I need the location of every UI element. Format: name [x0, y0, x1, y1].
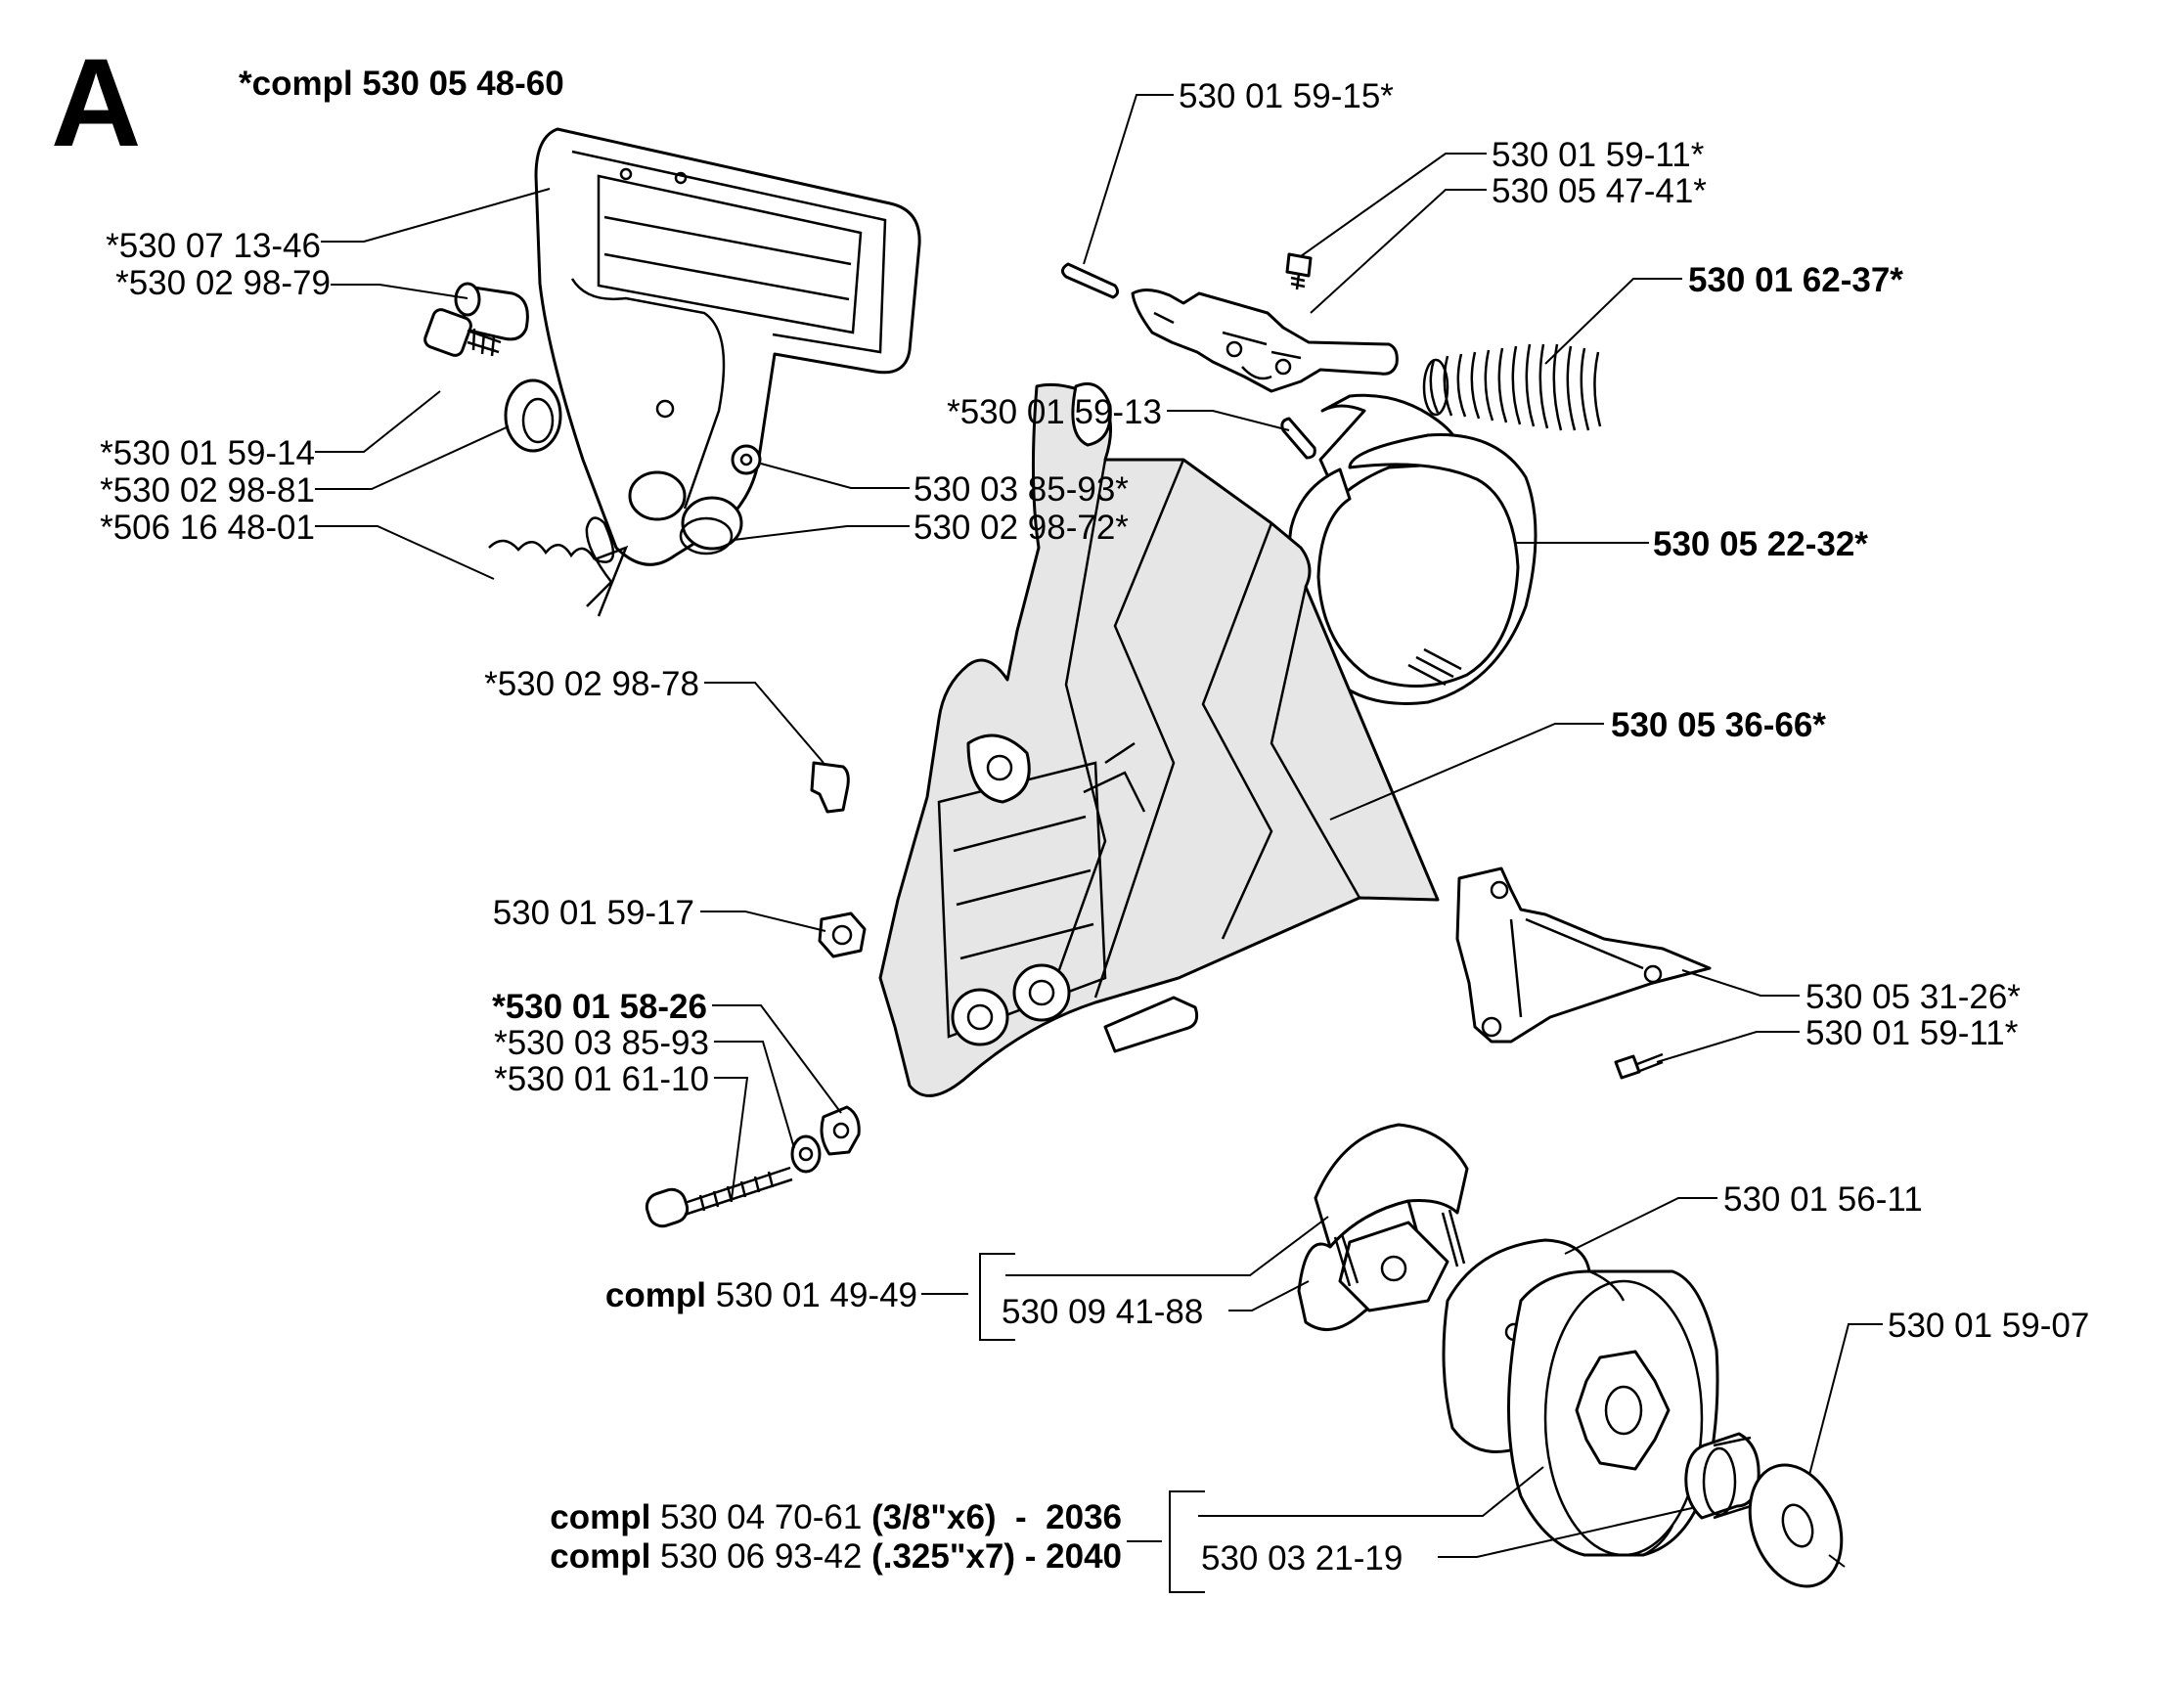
label-brake-screw: 530 01 59-11* [1492, 136, 1705, 174]
label-torsion-spring: *506 16 48-01 [100, 509, 315, 547]
bearing-bush[interactable] [504, 378, 562, 453]
torsion-spring[interactable] [488, 516, 629, 617]
label-clutch-washer: 530 01 56-11 [1723, 1180, 1923, 1219]
tensioner-nut[interactable] [820, 1105, 861, 1156]
label-drum-kit-3-8-spec: (3/8"x6) - 2036 [871, 1498, 1122, 1536]
tensioner-washer[interactable] [790, 1134, 822, 1174]
label-drum-washer: 530 01 59-07 [1888, 1307, 2090, 1345]
tensioner-screw[interactable] [644, 1166, 793, 1229]
group-brackets [921, 1253, 1205, 1593]
shoulder-screw[interactable] [423, 307, 502, 357]
label-clutch-kit-prefix: compl [604, 1276, 706, 1314]
label-cap-knob: 530 02 98-72* [914, 509, 1129, 547]
cap-knob[interactable] [679, 496, 743, 556]
label-collar-nut: 530 01 59-17 [492, 894, 694, 932]
label-brake-band: 530 05 22-32* [1653, 525, 1868, 563]
label-clutch-kit-number: 530 01 49-49 [715, 1276, 917, 1314]
label-brake-lever: 530 05 47-41* [1492, 172, 1707, 210]
label-clutch-shoes: 530 09 41-88 [1002, 1293, 1204, 1331]
clutch-cover[interactable] [878, 382, 1440, 1097]
brake-lever-assembly[interactable] [1131, 289, 1399, 393]
label-tensioner-washer: *530 03 85-93 [494, 1024, 709, 1062]
brake-spring[interactable] [1422, 343, 1602, 431]
label-bearing-bush: *530 02 98-81 [100, 471, 315, 510]
label-washer-small: 530 03 85-93* [914, 470, 1129, 509]
collar-nut[interactable] [818, 911, 867, 958]
label-drum-kit-3-8: compl 530 04 70-61 (3/8"x6) - 2036 [550, 1498, 1122, 1537]
drum-washer[interactable] [1734, 1452, 1857, 1599]
label-clutch-cover: 530 05 36-66* [1611, 706, 1826, 744]
label-tensioner-nut: *530 01 58-26 [492, 988, 707, 1026]
label-handguard: *530 07 13-46 [106, 227, 321, 265]
label-brake-spring: 530 01 62-37* [1688, 261, 1903, 299]
label-chain-catcher: *530 02 98-78 [484, 665, 699, 703]
label-drum-kit-325: compl 530 06 93-42 (.325"x7) - 2040 [550, 1537, 1122, 1577]
sheet-letter: A [51, 33, 142, 173]
label-pin: 530 01 59-15* [1179, 77, 1394, 115]
label-shoulder-screw: *530 01 59-14 [100, 434, 315, 472]
plate-screw[interactable] [1614, 1052, 1664, 1080]
label-handguard-kit: *compl 530 05 48-60 [239, 65, 564, 103]
brake-pin-small[interactable] [1280, 417, 1316, 460]
label-drum-kit-3-8-number: 530 04 70-61 [660, 1498, 863, 1536]
pivot-bushing[interactable] [454, 282, 529, 341]
chain-catcher-clip[interactable] [810, 761, 850, 814]
label-needle-bearing: 530 03 21-19 [1201, 1539, 1404, 1578]
label-drum-kit-325-prefix: compl [550, 1537, 651, 1576]
pin[interactable] [1061, 262, 1120, 299]
label-plate-screw: 530 01 59-11* [1805, 1014, 2019, 1052]
chain-guide-plate[interactable] [1455, 867, 1712, 1044]
clutch-shoes[interactable] [1297, 1123, 1469, 1332]
label-clutch-kit: compl 530 01 49-49 [605, 1276, 917, 1315]
front-hand-guard[interactable] [534, 127, 921, 566]
label-drum-kit-3-8-prefix: compl [550, 1498, 651, 1536]
leader-lines [315, 94, 1883, 1568]
washer-small[interactable] [731, 444, 762, 475]
needle-bearing[interactable] [1684, 1432, 1761, 1520]
clutch-drum[interactable] [1507, 1269, 1719, 1557]
label-drum-kit-325-spec: (.325"x7) - 2040 [871, 1537, 1122, 1576]
label-chain-guide-plate: 530 05 31-26* [1805, 978, 2021, 1016]
label-pivot-bushing: *530 02 98-79 [115, 264, 331, 302]
label-drum-kit-325-number: 530 06 93-42 [660, 1537, 863, 1576]
label-tensioner-screw: *530 01 61-10 [494, 1060, 709, 1098]
label-brake-pin: *530 01 59-13 [947, 393, 1162, 431]
brake-band[interactable] [1287, 393, 1538, 705]
brake-screw-top[interactable] [1285, 252, 1313, 290]
